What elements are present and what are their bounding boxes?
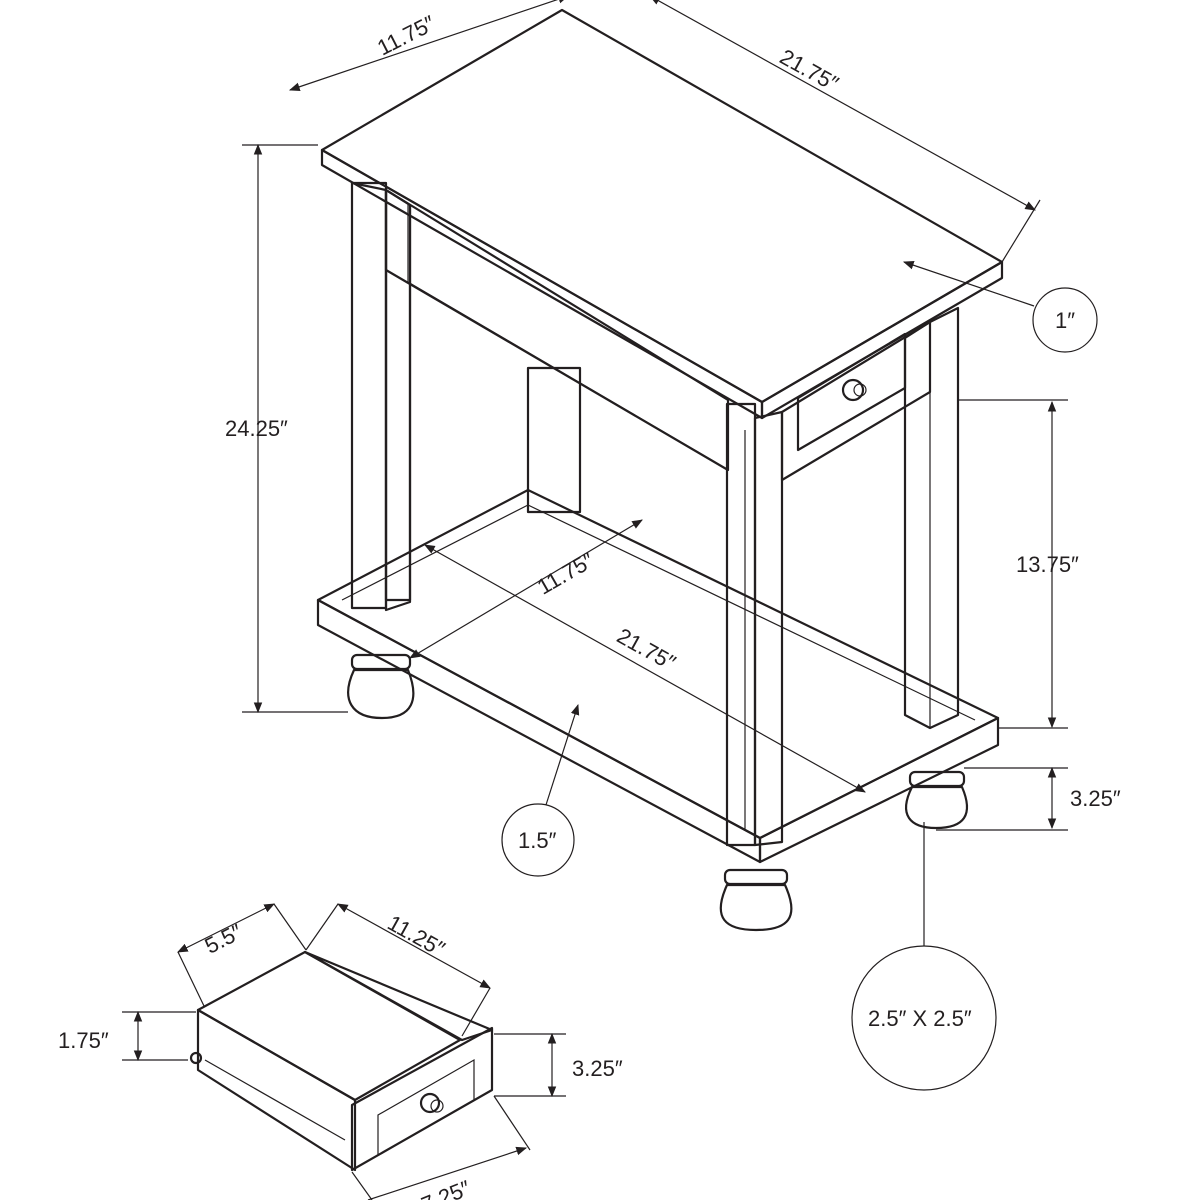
dim-total-height: 24.25″: [225, 143, 348, 714]
bottom-shelf-side-edge: [758, 716, 1000, 864]
dim-shelf-clearance: 13.75″: [958, 399, 1079, 729]
dim-shelf-clearance-label: 13.75″: [1016, 552, 1079, 577]
dim-drawer-depth: 5.5″: [177, 903, 307, 1007]
drawer-panel-knob: [419, 1092, 444, 1114]
callout-shelf-thickness: 1.5″: [501, 703, 580, 877]
table-drawing: [316, 8, 1004, 932]
foot-right: [905, 770, 968, 830]
dim-top-width-label: 21.75″: [776, 44, 843, 96]
dim-shelf-width: 21.75″: [424, 544, 866, 793]
side-apron: [780, 320, 932, 482]
front-right-leg-side: [753, 410, 784, 847]
back-right-leg: [903, 306, 960, 730]
dim-drawer-front-height: 3.25″: [494, 1032, 623, 1098]
callout-shelf-thickness-label: 1.5″: [518, 828, 557, 853]
dim-drawer-front-height-label: 3.25″: [572, 1056, 623, 1081]
front-left-leg: [350, 181, 412, 602]
callout-foot-size: 2.5″ X 2.5″: [851, 822, 997, 1091]
dim-drawer-inner-height: 1.75″: [58, 1010, 196, 1062]
drawer-knob: [841, 378, 867, 402]
front-right-leg: [725, 402, 757, 847]
dim-top-depth-label: 11.75″: [373, 10, 439, 60]
callout-top-thickness: 1″: [902, 261, 1098, 353]
tabletop-surface: [320, 8, 1004, 404]
drawer-side: [196, 1008, 357, 1172]
dim-shelf-depth: 11.75″: [409, 519, 643, 659]
drawer-stop: [189, 1051, 203, 1065]
tabletop-side-edge: [760, 260, 1004, 420]
foot-left: [347, 653, 415, 720]
dim-foot-height-label: 3.25″: [1070, 786, 1121, 811]
drawer-front-panel: [350, 1026, 494, 1172]
dim-shelf-width-label: 21.75″: [613, 623, 680, 675]
dim-foot-height: 3.25″: [936, 766, 1121, 831]
dim-drawer-front-width: 7.25″: [351, 1095, 531, 1200]
dim-drawer-front-width-label: 7.25″: [418, 1175, 474, 1200]
callout-foot-size-label: 2.5″ X 2.5″: [868, 1006, 972, 1031]
drawer-front: [796, 332, 907, 452]
dim-drawer-length: 11.25″: [305, 903, 491, 1037]
dim-top-width: 21.75″: [649, 0, 1041, 263]
callout-top-thickness-label: 1″: [1055, 308, 1075, 333]
dim-total-height-label: 24.25″: [225, 416, 288, 441]
front-left-leg-face: [350, 181, 388, 610]
dim-drawer-length-label: 11.25″: [383, 910, 449, 962]
dim-shelf-depth-label: 11.75″: [533, 547, 599, 599]
front-left-leg-side: [384, 188, 412, 612]
drawer-runner: [204, 1059, 346, 1141]
drawer-front-inset: [377, 1058, 475, 1157]
dim-drawer-inner-height-label: 1.75″: [58, 1028, 109, 1053]
dim-top-depth: 11.75″: [288, 0, 570, 91]
drawer-back-edge: [303, 950, 494, 1042]
dim-drawer-depth-label: 5.5″: [201, 919, 247, 959]
foot-front: [719, 868, 793, 932]
drawer-drawing: [189, 950, 494, 1172]
back-leg: [526, 366, 582, 514]
apron-detail-line: [407, 204, 716, 463]
